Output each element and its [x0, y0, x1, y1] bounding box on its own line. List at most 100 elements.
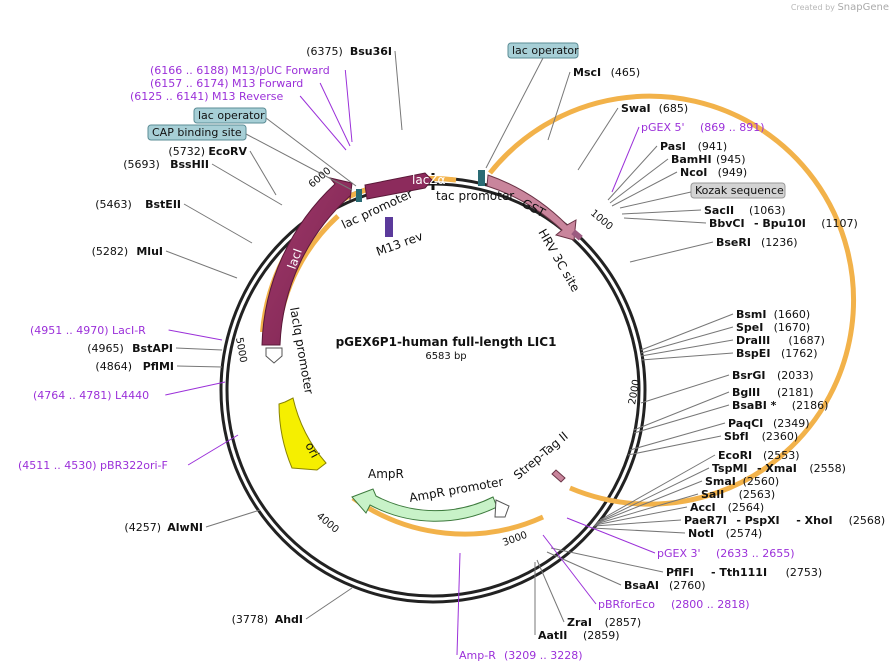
site-bsmi: BsmI [736, 308, 767, 321]
leader-cap-site [245, 133, 353, 191]
leader-right-9 [640, 326, 734, 354]
leader-right-11 [640, 352, 734, 361]
leader-lac-operator-left [265, 117, 357, 187]
leader-right-6 [623, 217, 707, 224]
leader-left-2 [211, 163, 283, 206]
site-bsu36i: Bsu36I [350, 45, 392, 58]
site-pos-8: (3778) [232, 613, 269, 626]
leader-left-5 [175, 347, 223, 351]
leader-right-16 [627, 435, 722, 456]
leader-primer-left-2 [299, 95, 347, 151]
kozak-box: Kozak sequence [690, 182, 786, 199]
leader-primer-left-3 [168, 329, 223, 341]
primer-right-1: pGEX 3' [657, 547, 701, 560]
leader-right-10 [640, 339, 734, 357]
site-smai: SmaI [705, 475, 736, 488]
site-pasi: PasI [660, 140, 686, 153]
cap-binding-box-text: CAP binding site [152, 126, 242, 139]
tick-5000: 5000 [233, 337, 248, 364]
site-bseri: BseRI [716, 236, 751, 249]
lac-operator-box-top-text: lac operator [512, 44, 579, 57]
site-pos-r-25: (2760) [669, 579, 706, 592]
backbone-outer [219, 176, 647, 604]
leader-left-1 [249, 150, 277, 196]
site-pos-r-16: (2360) [762, 430, 799, 443]
leader-right-17 [599, 454, 716, 521]
site-pos-r-7: (1236) [761, 236, 798, 249]
ampr-label: AmpR [368, 467, 404, 481]
ori-arrow [278, 397, 327, 471]
lac-operator-box-left-text: lac operator [198, 109, 265, 122]
site-tth111i: - Tth111I [711, 566, 767, 579]
site-pos-r-3: (945) [716, 153, 746, 166]
leader-right-2 [607, 145, 658, 201]
site-bpu10i: - Bpu10I [754, 217, 806, 230]
hrv-site-marker [571, 229, 583, 241]
primer-left-0: (6166 .. 6188) M13/pUC Forward [150, 64, 330, 77]
leader-kozak [619, 191, 692, 209]
site-bstapi: BstAPI [132, 342, 173, 355]
site-xhoi: - XhoI [796, 514, 832, 527]
leader-primer-left-1 [319, 82, 351, 147]
site-ahdi: AhdI [275, 613, 303, 626]
site-draiii: DraIII [736, 334, 770, 347]
leader-right-8 [640, 313, 734, 351]
ampr-arrow [351, 488, 498, 522]
leader-right-4 [611, 171, 678, 207]
lac-operator-marker [356, 189, 362, 202]
site-mlui: MluI [136, 245, 163, 258]
site-xmai: - XmaI [757, 462, 797, 475]
site-pos-r-4: (949) [718, 166, 748, 179]
leader-left-7 [205, 509, 261, 528]
site-pos-r-10: (1687) [788, 334, 825, 347]
site-pos-r-13: (2181) [777, 386, 814, 399]
site-pos-4: (5282) [92, 245, 129, 258]
site-ecori: EcoRI [718, 449, 752, 462]
leader-left-0 [394, 50, 403, 131]
site-bspei: BspEI [736, 347, 770, 360]
primer-right-2: pBRforEco [598, 598, 655, 611]
site-pos-r-21: (2564) [728, 501, 765, 514]
primer-right-pos-0: (869 .. 891) [700, 121, 765, 134]
leader-right-26 [536, 559, 565, 623]
m13-rev-label: M13 rev [374, 229, 424, 259]
leader-lac-operator-top [485, 57, 544, 169]
leader-primer-right-0 [611, 126, 640, 193]
leader-primer-left-0 [344, 69, 353, 143]
site-bsaai: BsaAI [624, 579, 659, 592]
primer-left-3: (4951 .. 4970) LacI-R [30, 324, 146, 337]
site-pos-r-12: (2033) [777, 369, 814, 382]
site-sali: SalI [701, 488, 724, 501]
site-pos-r-23: (2574) [726, 527, 763, 540]
site-pos-0: (6375) [306, 45, 343, 58]
label-leader-lines [165, 50, 734, 656]
leader-primer-left-5 [187, 434, 239, 466]
primer-left-4: (4764 .. 4781) L4440 [33, 389, 149, 402]
leader-right-24 [550, 547, 664, 573]
site-paqci: PaqCI [728, 417, 763, 430]
leader-right-5 [621, 209, 702, 215]
leader-left-4 [165, 250, 238, 279]
site-zrai: ZraI [567, 616, 592, 629]
strep-tag-marker [551, 469, 566, 483]
leader-right-7 [629, 241, 714, 263]
site-bsrgi: BsrGI [732, 369, 765, 382]
laci-arrow [261, 177, 353, 346]
ampr-promoter-arrow [494, 499, 510, 518]
site-acci: AccI [690, 501, 716, 514]
site-sacii: SacII [704, 204, 734, 217]
orf-arc-3 [351, 495, 545, 537]
site-noti: NotI [688, 527, 714, 540]
kozak-box-text: Kozak sequence [695, 184, 784, 197]
leader-right-12 [640, 374, 730, 404]
site-pos-r-27: (2859) [583, 629, 620, 642]
site-bsshii: BssHII [170, 158, 209, 171]
site-pos-r-9: (1670) [774, 321, 811, 334]
site-sbfi: SbfI [724, 430, 749, 443]
site-pos-r-18: (2558) [809, 462, 846, 475]
leader-left-3 [183, 203, 253, 244]
site-pflfi: PflFI [666, 566, 694, 579]
site-pos-r-26: (2857) [605, 616, 642, 629]
site-pos-r-19: (2560) [743, 475, 780, 488]
